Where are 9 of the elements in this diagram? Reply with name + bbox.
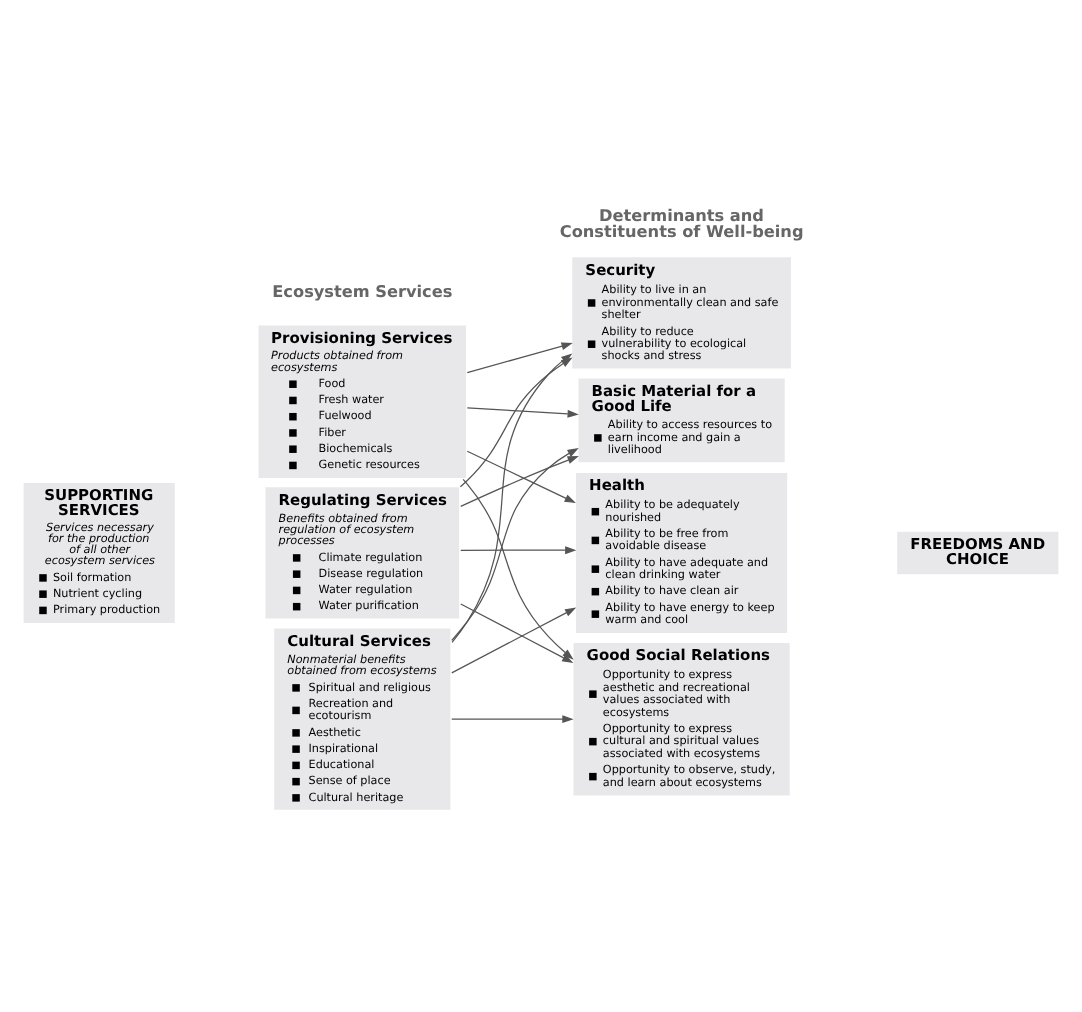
- label: Determinants and Constituents of Well-being: [559, 204, 804, 241]
- label: Ecosystem Services: [272, 280, 453, 301]
- arrow: [460, 602, 574, 662]
- arrow: [451, 714, 574, 723]
- arrow: [451, 447, 579, 640]
- arrow: [451, 606, 577, 673]
- arrow: [460, 545, 577, 554]
- arrow: [466, 406, 579, 417]
- arrow: [462, 477, 574, 659]
